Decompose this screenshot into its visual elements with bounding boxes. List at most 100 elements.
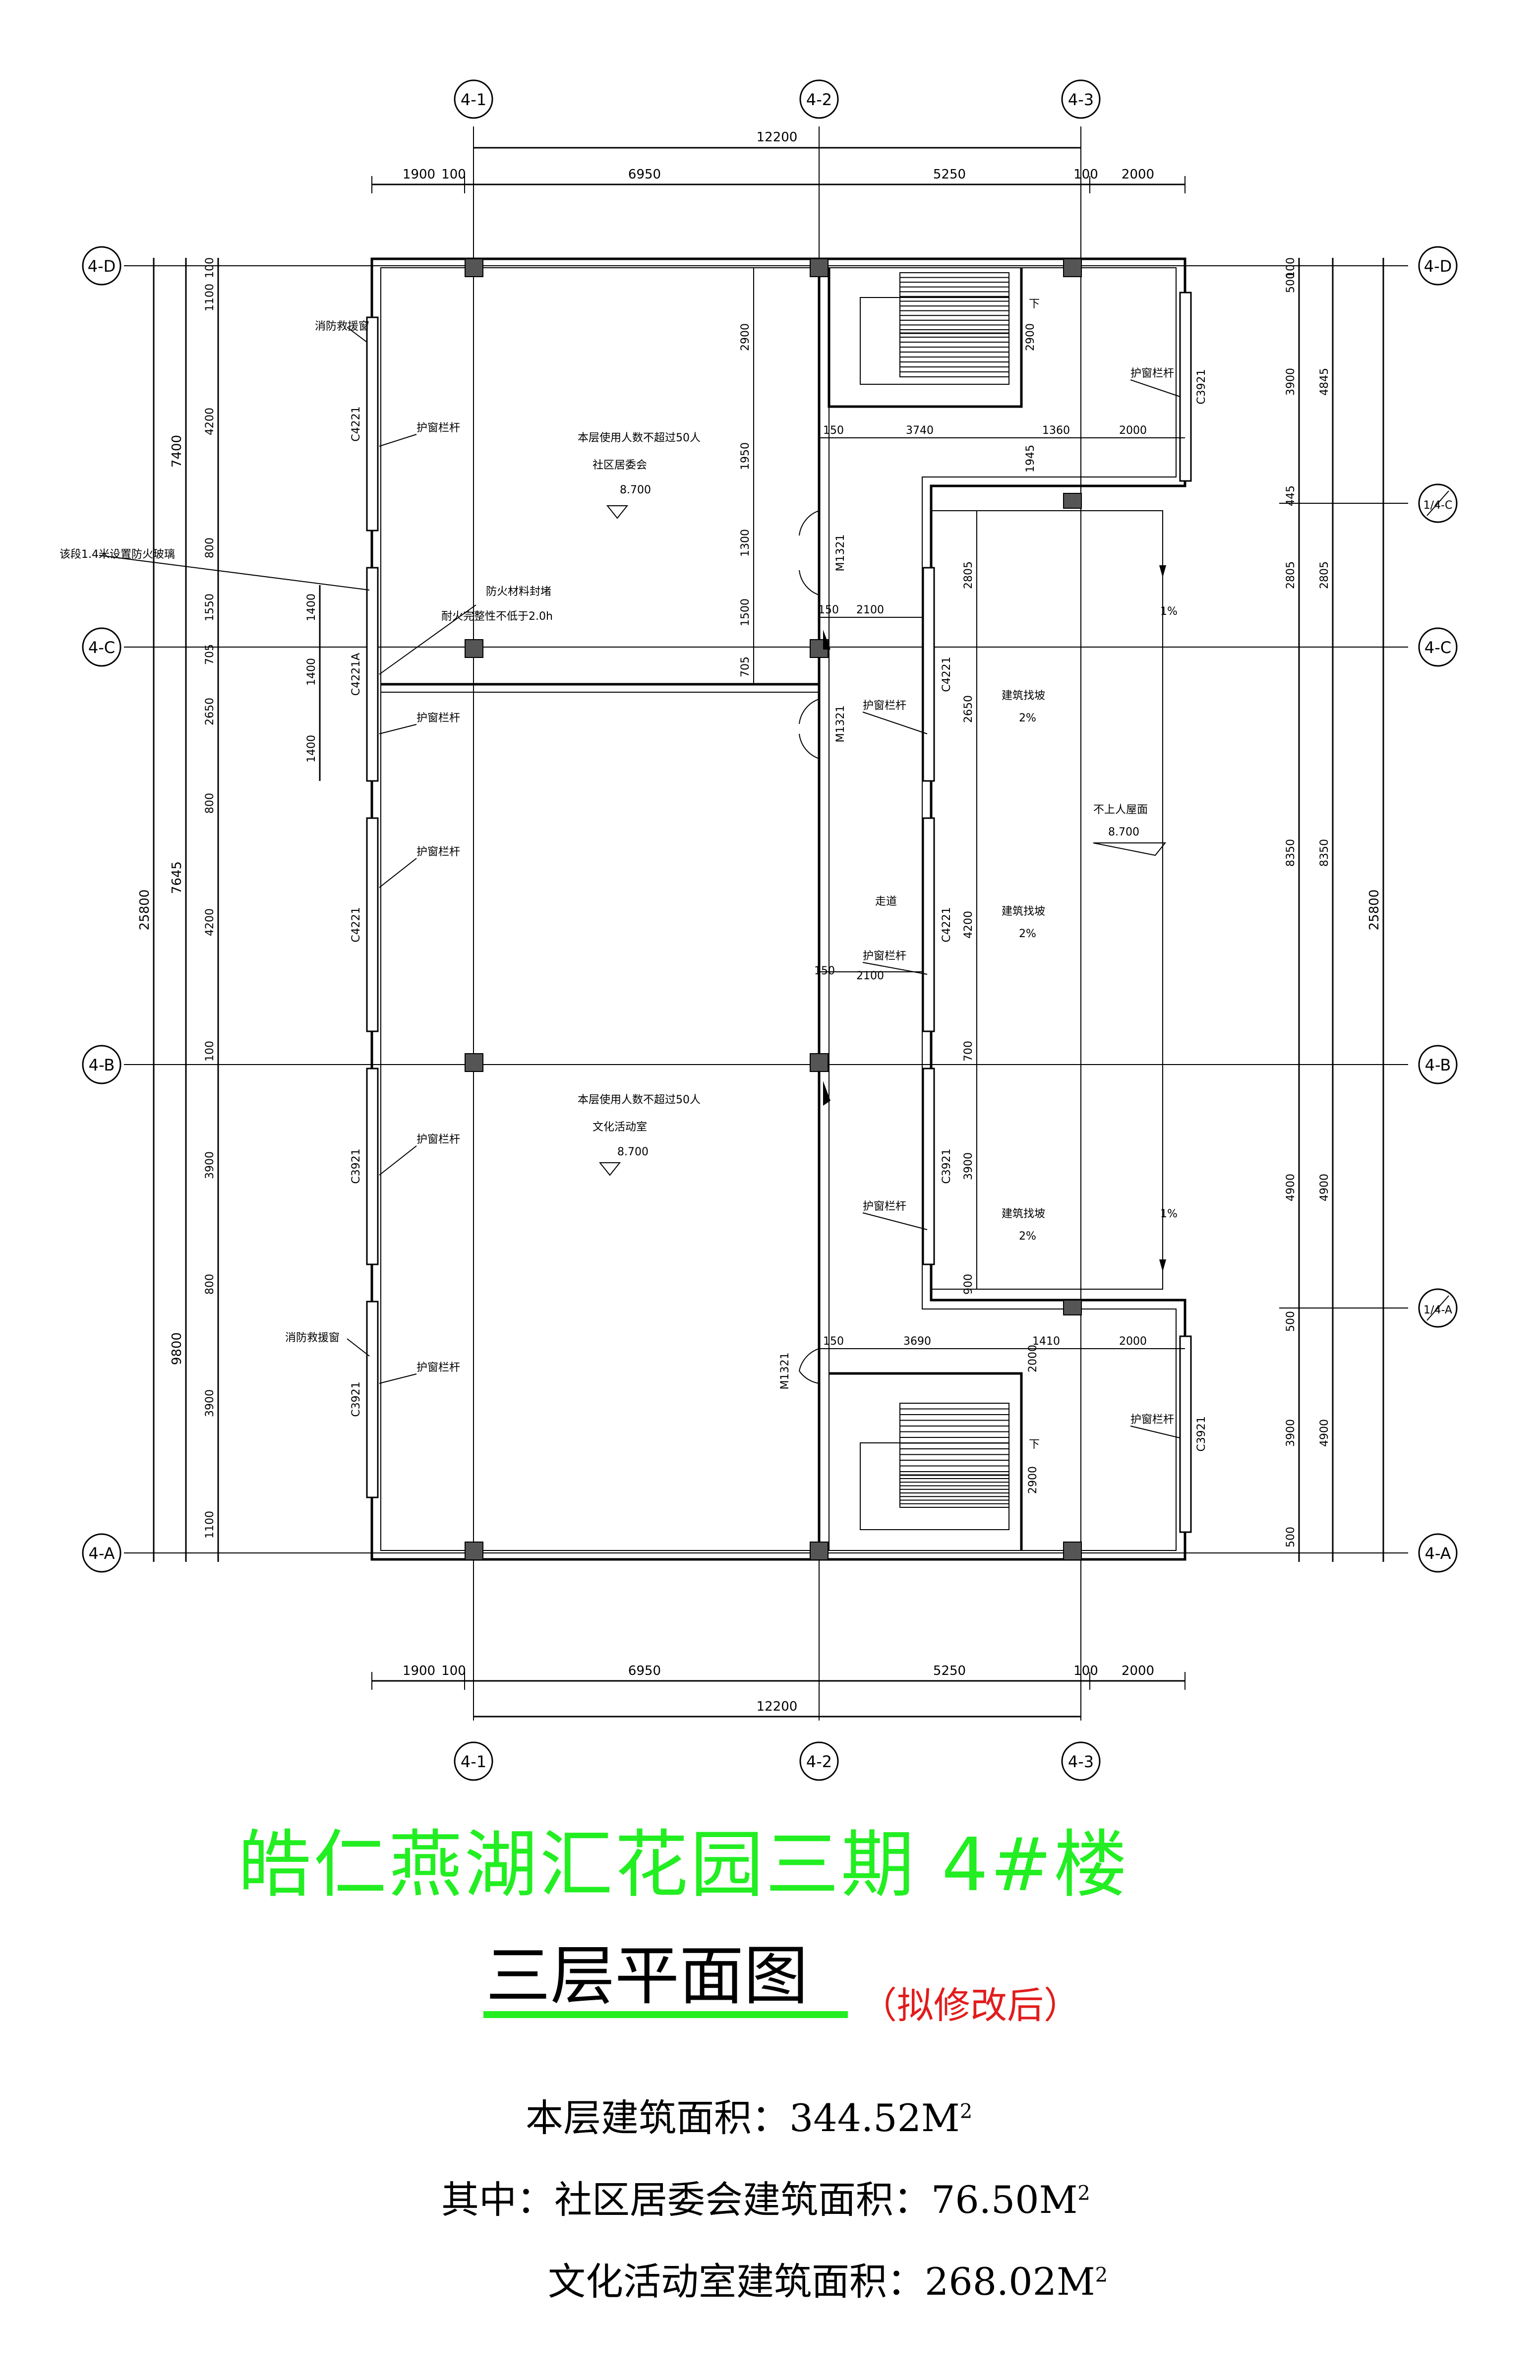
svg-text:500: 500 <box>1285 272 1297 293</box>
svg-text:4-A: 4-A <box>88 1544 115 1563</box>
dim-total-bottom: 12200 <box>757 1699 798 1714</box>
svg-text:2805: 2805 <box>1318 561 1331 589</box>
svg-text:800: 800 <box>204 1274 216 1295</box>
roof-label: 不上人屋面 <box>1093 804 1148 816</box>
axis-bubble-4-2-bottom: 4-2 <box>799 1741 839 1781</box>
svg-text:4-B: 4-B <box>89 1056 115 1074</box>
guard-rail-label: 护窗栏杆 <box>863 950 906 962</box>
guard-rail-label: 护窗栏杆 <box>416 1133 460 1146</box>
svg-text:100: 100 <box>1285 257 1297 278</box>
guard-rail-label: 护窗栏杆 <box>1130 367 1174 380</box>
svg-text:2000: 2000 <box>1119 424 1147 437</box>
axis-bubble-4-3-bottom: 4-3 <box>1061 1741 1101 1781</box>
svg-text:1400: 1400 <box>305 594 318 621</box>
label-glass-note: 该段1.4米设置防火玻璃 <box>59 548 175 561</box>
windows-right: C3921 C3921 <box>1179 292 1208 1533</box>
svg-text:4-A: 4-A <box>1424 1544 1451 1563</box>
svg-text:C3921: C3921 <box>941 1148 953 1184</box>
room2-level: 8.700 <box>617 1146 649 1158</box>
svg-text:C4221: C4221 <box>350 907 362 942</box>
top-dimensions: 12200 1900 100 6950 5250 100 2000 <box>371 130 1185 193</box>
axis-bubble-4-1-bottom: 4-1 <box>454 1741 493 1781</box>
svg-text:1900: 1900 <box>403 1664 435 1678</box>
svg-text:2%: 2% <box>1019 712 1036 724</box>
svg-text:5250: 5250 <box>933 1664 966 1678</box>
svg-text:5250: 5250 <box>933 167 966 182</box>
guard-rail-label: 护窗栏杆 <box>416 1362 460 1374</box>
svg-text:1400: 1400 <box>305 735 318 763</box>
svg-text:4900: 4900 <box>1285 1174 1297 1201</box>
svg-text:1400: 1400 <box>305 658 318 686</box>
svg-text:2650: 2650 <box>962 695 975 723</box>
svg-text:2805: 2805 <box>1285 561 1297 589</box>
axis-bubble-4-A-left: 4-A <box>82 1533 121 1573</box>
svg-text:2000: 2000 <box>1119 1335 1147 1348</box>
row-axis-lines <box>124 265 1408 1553</box>
svg-text:建筑找坡: 建筑找坡 <box>1002 1208 1045 1220</box>
svg-text:4900: 4900 <box>1318 1419 1331 1447</box>
dim-total-top: 12200 <box>757 130 798 145</box>
svg-text:4-2: 4-2 <box>806 90 832 109</box>
guard-rail-leader <box>862 1212 928 1230</box>
svg-text:4-D: 4-D <box>1424 257 1452 276</box>
guard-rail-leader <box>1130 379 1181 397</box>
svg-text:4-B: 4-B <box>1425 1056 1451 1074</box>
svg-text:4200: 4200 <box>962 911 975 939</box>
svg-text:4-2: 4-2 <box>806 1752 832 1771</box>
bottom-dimensions: 1900 100 6950 5250 100 2000 12200 <box>371 1664 1185 1718</box>
room1-occupancy: 本层使用人数不超过50人 <box>578 432 701 444</box>
guard-rail-leader <box>379 1373 417 1384</box>
windows-left: C4221 C4221A C4221 C3921 C3921 <box>350 316 379 1498</box>
svg-text:705: 705 <box>739 656 752 677</box>
axis-bubble-4-D-right: 4-D <box>1418 246 1458 286</box>
svg-text:1945: 1945 <box>1024 445 1037 473</box>
svg-text:C4221A: C4221A <box>350 653 362 696</box>
annotations: 消防救援窗 消防救援窗 该段1.4米设置防火玻璃 防火材料封堵 耐火完整性不低于… <box>59 320 1181 1438</box>
svg-text:3900: 3900 <box>204 1151 216 1179</box>
axis-bubble-4-B-left: 4-B <box>82 1045 121 1084</box>
svg-text:M1321: M1321 <box>834 706 847 743</box>
room1-level: 8.700 <box>620 484 651 496</box>
svg-text:C3921: C3921 <box>350 1381 362 1417</box>
svg-text:150: 150 <box>818 604 839 616</box>
label-fire-seal: 防火材料封堵 <box>486 586 551 598</box>
svg-text:M1321: M1321 <box>834 535 847 572</box>
svg-text:2805: 2805 <box>962 561 975 589</box>
label-fire-rating: 耐火完整性不低于2.0h <box>441 610 553 623</box>
stair-top: 下 <box>860 272 1040 385</box>
drawing-title: 三层平面图 <box>486 1938 809 2014</box>
svg-text:6950: 6950 <box>628 1664 661 1678</box>
svg-text:1360: 1360 <box>1042 424 1070 437</box>
guard-rail-label: 护窗栏杆 <box>863 700 906 712</box>
svg-text:4-D: 4-D <box>88 257 116 276</box>
svg-text:25800: 25800 <box>137 890 152 931</box>
doors: M1321 M1321 M1321 <box>779 510 847 1390</box>
svg-text:150: 150 <box>823 424 844 437</box>
drawing-revision-note: （拟修改后） <box>860 1984 1080 2027</box>
stair-bottom: 下 <box>860 1403 1040 1530</box>
svg-text:100: 100 <box>441 167 466 182</box>
axis-bubble-1-4C-right: 1/4-C <box>1418 483 1458 523</box>
corridor-label: 走道 <box>875 895 897 908</box>
axis-bubble-4-B-right: 4-B <box>1418 1045 1458 1084</box>
right-dimensions: 25800 4845 2805 8350 4900 4900 100 500 3… <box>1285 257 1384 1562</box>
svg-text:2%: 2% <box>1019 928 1036 940</box>
svg-text:2100: 2100 <box>856 970 884 982</box>
svg-text:建筑找坡: 建筑找坡 <box>1002 690 1045 702</box>
svg-text:4200: 4200 <box>204 908 216 936</box>
column-axis-lines <box>473 126 1081 1721</box>
roof-level: 8.700 <box>1108 826 1139 838</box>
svg-text:M1321: M1321 <box>779 1353 791 1390</box>
guard-rail-leader <box>379 1145 417 1176</box>
axis-bubble-4-C-left: 4-C <box>82 627 121 667</box>
svg-text:4-3: 4-3 <box>1068 90 1094 109</box>
svg-text:100: 100 <box>1073 1664 1098 1678</box>
svg-text:900: 900 <box>962 1274 975 1295</box>
drawing-title-underline <box>483 2011 848 2018</box>
svg-text:3900: 3900 <box>962 1152 975 1180</box>
svg-text:建筑找坡: 建筑找坡 <box>1002 905 1045 918</box>
label-rescue-window-top: 消防救援窗 <box>315 320 369 333</box>
svg-text:3690: 3690 <box>903 1335 931 1348</box>
svg-text:2000: 2000 <box>1027 1345 1039 1372</box>
svg-text:7400: 7400 <box>170 435 184 468</box>
